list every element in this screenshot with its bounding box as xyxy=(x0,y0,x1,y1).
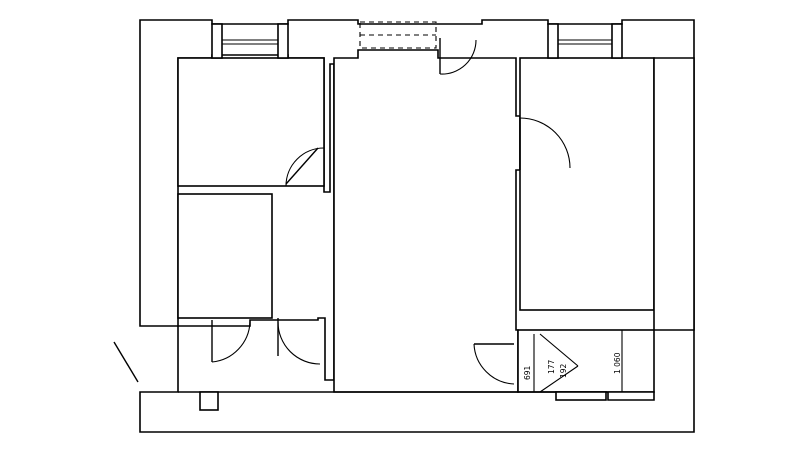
entrance-door xyxy=(113,341,219,411)
dim-label-691: 691 xyxy=(523,365,532,380)
door-swing-corridor xyxy=(277,318,321,365)
door-swing-right-room xyxy=(519,117,571,170)
right-wall xyxy=(653,57,695,331)
dim-label-192: 192 xyxy=(559,363,568,378)
dim-label-177: 177 xyxy=(547,359,556,374)
door-swing-bathroom xyxy=(473,343,515,385)
dimension-lines xyxy=(533,330,623,393)
hall xyxy=(333,49,521,393)
door-swing-left-room xyxy=(285,147,325,187)
bottom-strip xyxy=(178,391,655,401)
door-swing-top xyxy=(439,38,477,75)
bath-fixture xyxy=(555,391,607,401)
room-mid-left xyxy=(177,193,273,319)
windows-top xyxy=(211,23,623,59)
room-right xyxy=(519,57,655,311)
dim-label-1060: 1 060 xyxy=(613,352,622,374)
door-swing-lower-left xyxy=(211,320,251,363)
room-top-left xyxy=(177,57,325,187)
room-bottom-right xyxy=(517,329,655,393)
